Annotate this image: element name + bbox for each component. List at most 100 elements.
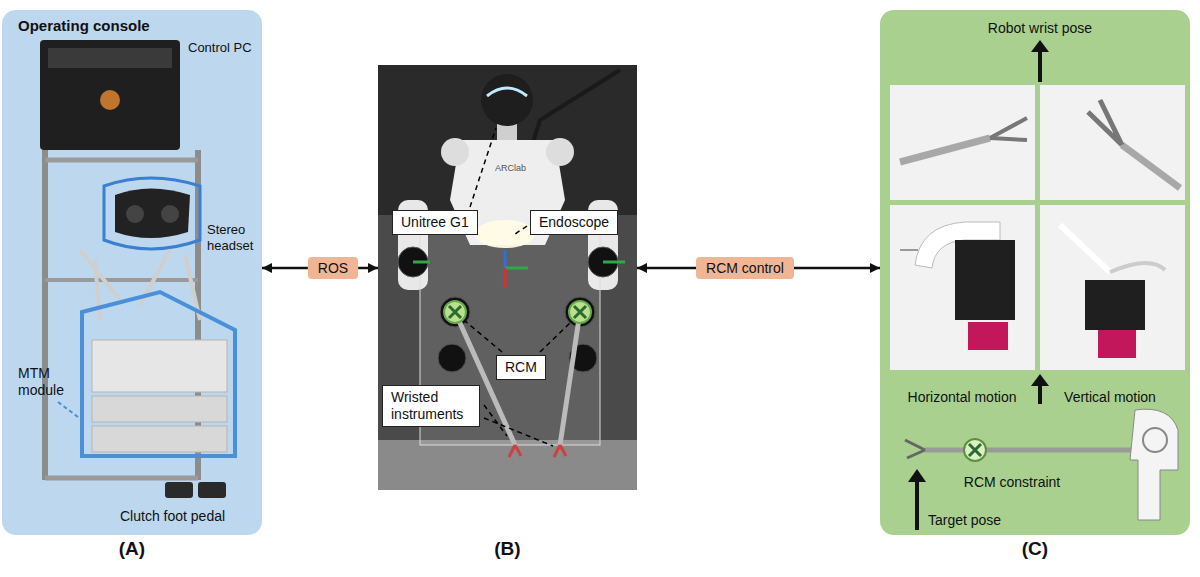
robot-photo-part [481,74,533,126]
double-arrow [794,267,880,270]
instrument-photo-part [1040,85,1185,200]
double-arrow [262,267,308,270]
coordinate-axes-part [603,261,625,264]
console-illustration [40,40,235,498]
instrument-photo-part [900,138,990,162]
rcm-marker-part [574,306,586,318]
robot-photo-part [565,297,595,327]
interface-tag: ROS [308,257,358,280]
callout-label: Stereo headset [207,222,259,253]
box-label: Wristed instruments [391,389,471,423]
motion-arrow-part [1031,374,1049,386]
panel-letter: (A) [2,538,262,560]
callout-box: Wristed instruments [382,385,480,427]
robot-photo-part [509,445,521,457]
robot-photo-part [378,65,637,490]
console-illustration-part [115,189,190,239]
rcm-constraint-drawing-part [969,444,981,456]
rcm-constraint-drawing-part [1130,409,1178,520]
robot-photo-part [438,344,466,372]
double-arrow [637,267,696,270]
rcm-marker-part [444,301,466,323]
console-illustration-part [45,278,198,282]
callout-label: Clutch foot pedal [120,508,225,525]
console-illustration-part [165,482,193,498]
instrument-photo-part [990,118,1027,140]
callout-label: Control PC [188,40,252,56]
box-label: Unitree G1 [401,214,469,231]
rcm-marker-part [569,301,591,323]
console-illustration-part [126,205,144,223]
robot-photo-part [560,312,580,445]
callout-label: Vertical motion [1064,389,1156,406]
robot-photo-part [497,124,517,142]
rcm-constraint-drawing-part [905,440,925,458]
callout-label: Robot wrist pose [988,20,1092,37]
coordinate-axes-part [504,250,507,268]
box-label: RCM [505,359,537,376]
callout-box: RCM [496,355,546,380]
rcm-constraint-drawing-part [1143,428,1167,452]
instrument-photo-part [890,205,1035,370]
callout-label: Target pose [928,512,1001,529]
rcm-constraint-drawing-part [925,448,1135,453]
instrument-photo-part [1085,280,1145,330]
console-illustration-part [100,90,120,110]
instrument-photo-part [1088,100,1122,145]
coordinate-axes-part [413,261,430,264]
panel-ground-part [880,10,1190,535]
instrument-photo-part [900,249,918,251]
robot-photo [378,65,637,490]
robot-photo-part [554,445,566,457]
motion-arrow [908,40,1049,530]
console-illustration-part [58,402,82,420]
leader-line-part [484,418,553,446]
callout-box: Endoscope [530,210,618,235]
motion-arrow-part [908,469,926,482]
console-illustration-part [45,158,198,163]
leader-line-part [470,128,496,207]
coordinate-axes-part [504,268,507,288]
double-arrow [358,267,378,270]
instrument-photo-part [1040,205,1185,370]
leader-line [465,128,572,446]
instrument-photo-part [968,322,1008,350]
robot-photo-part [546,138,574,166]
leader-line-part [465,321,502,352]
console-illustration-part [82,292,235,456]
motion-arrow-part [1038,384,1042,404]
panel-ground-part [2,10,262,535]
console-illustration-part [92,340,227,392]
robot-photo-part [475,220,535,248]
leader-line-part [515,226,527,234]
console-illustration-part [92,426,227,452]
console-illustration-part [104,178,200,249]
console-illustration-part [42,150,48,480]
motion-arrow-part [1038,50,1042,82]
console-illustration-part [161,205,179,223]
figure-panel: (C) [880,10,1190,535]
rcm-constraint-drawing-part [964,439,986,461]
coordinate-axes-part [505,267,528,270]
box-label: ROS [318,260,348,277]
robot-photo-part [440,297,470,327]
console-illustration-part [40,40,180,150]
console-illustration-part [92,396,227,422]
robot-photo-part [487,88,527,96]
instrument-photo [890,85,1185,370]
callout-label: Horizontal motion [908,389,1017,406]
rcm-constraint-drawing [905,409,1178,520]
callout-box: Unitree G1 [392,210,478,235]
rcm-marker [444,301,591,323]
panel-ground [2,10,1190,535]
instrument-photo-part [890,85,1035,200]
box-label: Endoscope [539,214,609,231]
leader-line-part [484,405,507,436]
instrument-photo-part [1122,145,1180,188]
console-illustration-part [198,482,226,498]
